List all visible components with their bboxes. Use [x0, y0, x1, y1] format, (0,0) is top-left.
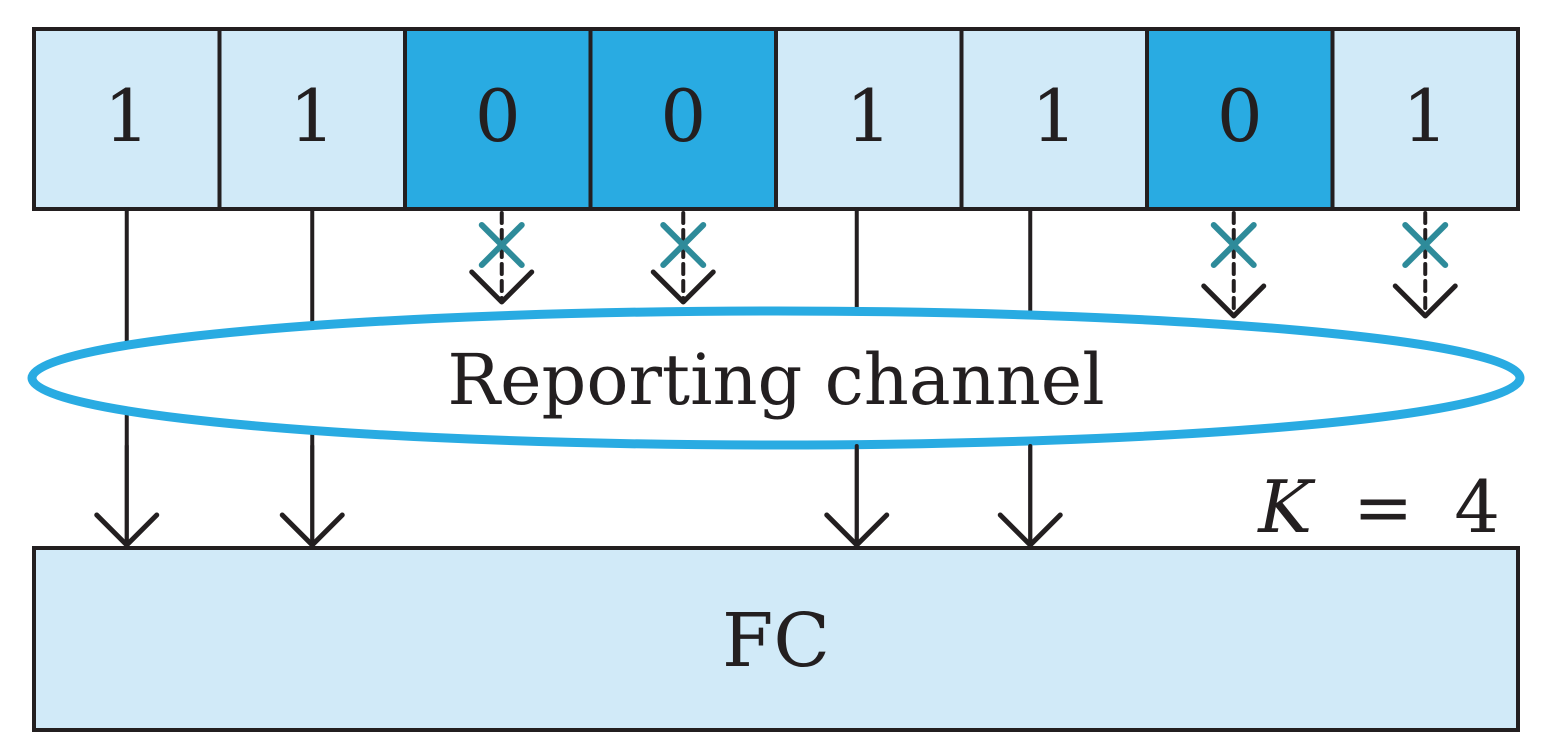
reporting-channel-ellipse — [27, 306, 1525, 450]
k-equals: = — [1353, 465, 1413, 549]
bit-cells-row: 1 1 0 0 1 1 0 1 — [32, 27, 1520, 211]
report-arrowhead-1 — [94, 512, 160, 548]
k-value: 4 — [1454, 465, 1500, 549]
k-variable: K — [1256, 465, 1316, 549]
blocked-cross-icon-4 — [660, 222, 707, 268]
report-arrowhead-6 — [997, 512, 1063, 548]
bit-cell-8 — [1330, 27, 1520, 211]
blocked-cross-icon-8 — [1402, 222, 1449, 268]
bit-value-2: 1 — [289, 74, 335, 158]
report-arrowhead-5 — [824, 512, 890, 548]
blocked-arrowhead-8 — [1392, 283, 1458, 319]
bit-value-4: 0 — [660, 74, 706, 158]
blocked-arrowhead-3 — [469, 269, 535, 305]
blocked-cross-icon-7 — [1210, 222, 1257, 268]
k-equation: K = 4 — [1256, 465, 1500, 549]
fusion-center-box — [32, 546, 1520, 732]
report-arrowhead-2 — [279, 512, 345, 548]
bit-cell-2 — [217, 27, 407, 211]
bit-cell-5 — [774, 27, 964, 211]
blocked-arrowhead-4 — [650, 269, 716, 305]
bit-cell-7 — [1145, 27, 1335, 211]
bit-cell-6 — [959, 27, 1149, 211]
bit-value-1: 1 — [104, 74, 150, 158]
bit-value-3: 0 — [475, 74, 521, 158]
reporting-channel-label: Reporting channel — [447, 339, 1104, 421]
blocked-arrowhead-7 — [1201, 283, 1267, 319]
bit-value-6: 1 — [1031, 74, 1077, 158]
blocked-cross-icon-3 — [478, 222, 525, 268]
report-arrows-lower — [94, 444, 1063, 548]
bit-value-7: 0 — [1217, 74, 1263, 158]
bit-cell-3 — [403, 27, 593, 211]
bit-value-5: 1 — [846, 74, 892, 158]
bit-cell-1 — [32, 27, 222, 211]
bit-value-8: 1 — [1402, 74, 1448, 158]
fusion-center-label: FC — [722, 598, 830, 684]
